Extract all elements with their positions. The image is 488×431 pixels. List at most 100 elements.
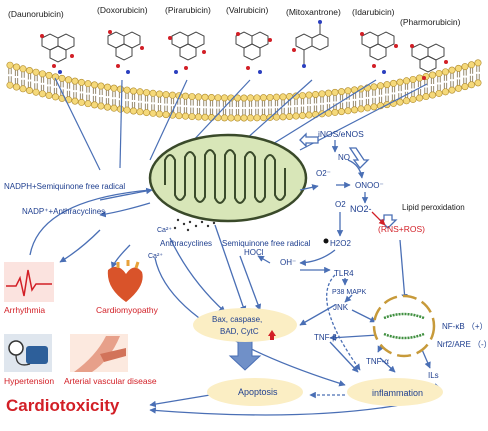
lipid-head — [38, 70, 46, 78]
label-no: NO — [338, 153, 350, 162]
lipid-head — [454, 84, 462, 92]
label-rns-ros: (RNS+ROS) — [378, 224, 425, 234]
lipid-head — [259, 114, 267, 122]
lipid-head — [402, 77, 410, 85]
label-onoo: ONOO⁻ — [355, 181, 384, 190]
label-oh: OH⁻ — [280, 258, 296, 267]
lipid-head — [130, 87, 138, 95]
label-bax-line2: BAD, CytC — [220, 327, 259, 336]
lipid-head — [110, 84, 118, 92]
lipid-head — [415, 94, 423, 102]
lipid-head — [285, 112, 293, 120]
mitochondrion — [148, 133, 308, 223]
nucleus — [372, 294, 436, 358]
lipid-head — [182, 112, 190, 120]
lipid-head — [149, 89, 157, 97]
drug-label-daunorubicin: (Daunorubicin) — [8, 9, 64, 19]
lipid-head — [363, 104, 371, 112]
lipid-head — [383, 81, 391, 89]
lipid-head — [467, 81, 475, 89]
lipid-head — [409, 95, 417, 103]
label-ca-lower: Ca²⁺ — [148, 253, 163, 260]
label-arrhythmia: Arrhythmia — [4, 305, 45, 315]
lipid-head — [298, 92, 306, 100]
arrow-no-to-onoo — [347, 159, 365, 179]
lipid-head — [156, 90, 164, 98]
lipid-head — [435, 89, 443, 97]
lipid-head — [266, 93, 274, 101]
drug-label-valrubicin: (Valrubicin) — [226, 5, 269, 15]
lipid-head — [376, 82, 384, 90]
arrow-to-rns — [371, 211, 386, 226]
label-no2: NO2- — [350, 204, 372, 214]
lipid-head — [240, 114, 248, 122]
arrow-jnk-to-nucleus — [351, 309, 377, 323]
big-arrow-bax-to-apoptosis — [228, 339, 262, 371]
lipid-head — [84, 100, 92, 108]
label-tnf-beta: TNF-β — [314, 333, 337, 342]
bax-ellipse — [193, 308, 297, 342]
lipid-head — [279, 113, 287, 121]
label-hocl: HOCl — [244, 248, 264, 257]
label-apoptosis: Apoptosis — [238, 387, 278, 397]
arrow-nucleus-to-tnf — [329, 334, 379, 341]
label-semiquinone: Semiquinone free radical — [222, 239, 311, 248]
lipid-head — [136, 88, 144, 96]
lipid-head — [357, 105, 365, 113]
label-o2: O2 — [335, 200, 346, 209]
lipid-head — [78, 78, 86, 86]
lipid-head — [409, 75, 417, 83]
lipid-head — [91, 81, 99, 89]
lipid-head — [318, 90, 326, 98]
label-nfkb: NF-κB （+） — [442, 322, 488, 331]
lipid-head — [162, 111, 170, 119]
lipid-head — [32, 68, 40, 76]
heart-icon — [107, 260, 143, 302]
arrow-nadp — [99, 202, 151, 218]
lipid-head — [71, 97, 79, 105]
drug-label-pirarubicin: (Pirarubicin) — [165, 5, 211, 15]
title-cardiotoxicity: Cardiotoxicity — [6, 396, 120, 415]
lipid-head — [188, 93, 196, 101]
lipid-head — [311, 90, 319, 98]
label-hypertension: Hypertension — [4, 376, 54, 386]
arrow-left-curve — [29, 189, 151, 256]
apoptosis-ellipse — [207, 378, 303, 406]
lipid-head — [448, 66, 456, 74]
arrow-oh-to-hocl — [257, 255, 271, 264]
lipid-head — [130, 107, 138, 115]
lipid-head — [195, 113, 203, 121]
lipid-head — [344, 107, 352, 115]
arrow-to-arrhythmia — [59, 229, 101, 263]
lipid-head — [123, 86, 131, 94]
lipid-head — [104, 103, 112, 111]
cell-membrane — [6, 59, 482, 122]
lipid-head — [169, 91, 177, 99]
label-p38: P38 MAPK — [332, 289, 367, 296]
label-lipid-peroxidation: Lipid peroxidation — [402, 203, 465, 212]
arrow-ca-to-bax — [169, 237, 226, 313]
artery-icon — [70, 334, 128, 372]
lipid-head — [415, 74, 423, 82]
lipid-head — [117, 105, 125, 113]
lipid-head — [221, 114, 229, 122]
lipid-head — [214, 114, 222, 122]
lipid-head — [221, 94, 229, 102]
lipid-head — [454, 64, 462, 72]
arrow-p38-to-jnk — [344, 294, 353, 303]
lipid-head — [396, 98, 404, 106]
lipid-head — [104, 83, 112, 91]
lipid-head — [331, 108, 339, 116]
arrow-rns-to-nucleus — [399, 239, 408, 301]
lipid-head — [38, 90, 46, 98]
lipid-head — [25, 87, 33, 95]
lipid-head — [110, 104, 118, 112]
label-jnk: JNK — [333, 303, 349, 312]
lipid-head — [201, 93, 209, 101]
lipid-head — [175, 112, 183, 120]
label-cardiomyopathy: Cardiomyopathy — [96, 305, 159, 315]
label-arterial-vascular-disease: Arterial vascular disease — [64, 376, 157, 386]
label-inos: iNOS/eNOS — [318, 129, 364, 139]
lipid-head — [117, 85, 125, 93]
label-o2-radical: O2⁻ — [316, 169, 331, 178]
